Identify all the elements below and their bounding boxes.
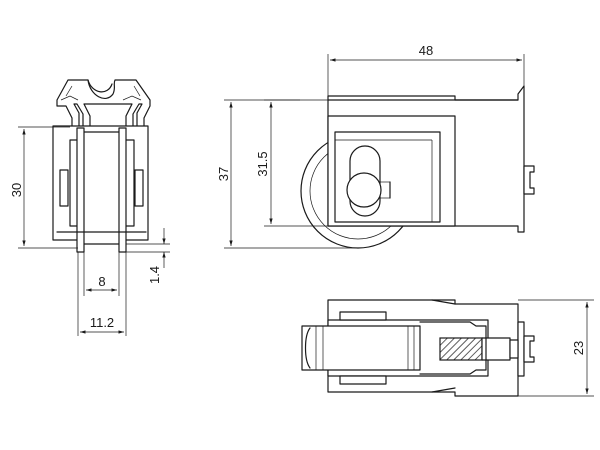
front-view [52, 79, 151, 253]
front-flange-left [76, 127, 85, 253]
dim-flange-thickness: 1.4 [126, 228, 170, 284]
dim-outer-width-label: 11.2 [90, 315, 114, 330]
side-adjust-knob [346, 172, 382, 208]
top-axle-hatched [439, 337, 483, 361]
dim-side-length-label: 48 [419, 43, 433, 58]
front-ear-left-line [65, 85, 73, 97]
dim-inner-width: 8 [83, 252, 120, 296]
top-plate-bottom [339, 375, 387, 385]
dim-wheel-height-label: 31.5 [255, 151, 270, 176]
dim-front-height-label: 30 [9, 183, 24, 197]
front-top-notch [87, 79, 113, 93]
side-view [300, 85, 535, 249]
top-bracket-inner [419, 321, 487, 375]
dim-front-height: 30 [9, 126, 78, 249]
top-wheel [301, 325, 421, 371]
dim-inner-width-label: 8 [98, 274, 105, 289]
top-plate-top [339, 311, 387, 321]
top-housing-angle-bottom [431, 387, 456, 393]
front-plate-left [59, 169, 69, 207]
front-wheel-tread [82, 131, 121, 245]
dim-top-width: 23 [518, 299, 594, 397]
front-ear-right [122, 95, 142, 101]
front-ear-left [60, 95, 79, 101]
front-ear-right-line [133, 85, 141, 97]
front-plate-right [134, 169, 144, 207]
front-flange-right [118, 127, 127, 253]
dim-wheel-height: 31.5 [255, 99, 328, 227]
top-housing-angle-top [431, 299, 456, 305]
top-view [301, 299, 535, 397]
front-housing-outline [56, 79, 151, 227]
dim-outer-width: 11.2 [77, 252, 127, 336]
top-wheel-rim-left [304, 327, 311, 369]
dim-flange-thickness-label: 1.4 [147, 266, 162, 284]
dim-side-height-label: 37 [216, 167, 231, 181]
dim-side-length: 48 [327, 43, 525, 96]
side-screw-tab [523, 165, 535, 195]
top-end-plate [517, 321, 525, 377]
dim-top-width-label: 23 [571, 341, 586, 355]
top-axle-end [509, 339, 519, 359]
top-screw-tab [523, 335, 535, 363]
